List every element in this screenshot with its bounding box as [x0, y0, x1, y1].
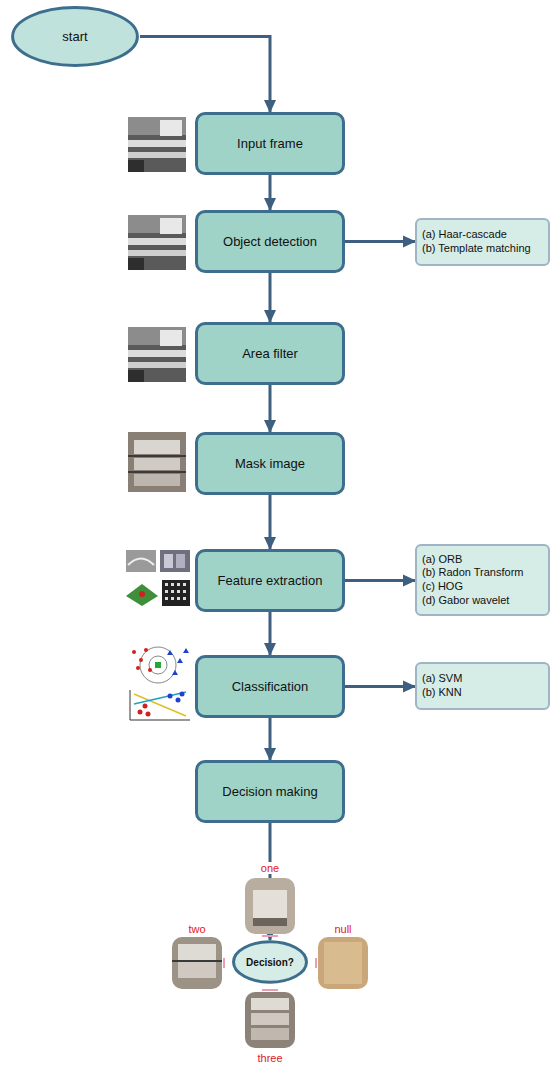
flow-arrow	[345, 579, 415, 582]
node-text: Object detection	[217, 234, 323, 250]
area-thumbnail	[128, 327, 186, 382]
flow-arrow	[345, 685, 415, 688]
detection-thumbnail	[128, 215, 186, 270]
flow-arrow	[269, 175, 272, 210]
node-text: Decision making	[216, 784, 323, 800]
flow-arrow	[140, 37, 270, 113]
ellipse-shape	[234, 942, 307, 982]
method-list: (a) SVM(b) KNN	[422, 672, 462, 700]
process-box: Classification	[195, 655, 345, 718]
photo-brackets	[224, 936, 316, 990]
node-text: Classification	[226, 679, 315, 695]
flow-arrow	[269, 385, 272, 432]
node-text: Feature extraction	[212, 573, 329, 589]
node-text: Input frame	[231, 136, 309, 152]
node-text: Mask image	[229, 456, 311, 472]
method-box: (a) ORB(b) Radon Transform(c) HOG(d) Gab…	[415, 544, 550, 616]
flow-arrow	[269, 612, 272, 655]
process-box: Mask image	[195, 432, 345, 495]
decision-label: null	[332, 923, 353, 935]
decision-ellipse: Decision?	[232, 940, 308, 984]
process-box: Area filter	[195, 322, 345, 385]
mask-thumbnail	[128, 432, 186, 492]
photo-null	[318, 937, 368, 989]
method-item: (a) SVM	[422, 672, 462, 686]
flow-arrow	[269, 718, 272, 760]
decision-label: three	[255, 1052, 284, 1064]
method-item: (d) Gabor wavelet	[422, 594, 523, 608]
classification-thumbnails	[130, 647, 190, 720]
node-text: Decision?	[246, 957, 294, 968]
method-item: (a) Haar-cascade	[422, 228, 531, 242]
method-item: (b) Template matching	[422, 242, 531, 256]
decision-label: two	[186, 923, 207, 935]
method-box: (a) SVM(b) KNN	[415, 662, 550, 710]
method-list: (a) ORB(b) Radon Transform(c) HOG(d) Gab…	[422, 553, 523, 608]
method-item: (b) KNN	[422, 686, 462, 700]
photo-three	[245, 992, 295, 1048]
method-box: (a) Haar-cascade(b) Template matching	[415, 218, 550, 266]
method-item: (b) Radon Transform	[422, 566, 523, 580]
process-box: Feature extraction	[195, 549, 345, 612]
method-list: (a) Haar-cascade(b) Template matching	[422, 228, 531, 256]
decision-label: one	[259, 862, 281, 874]
photo-one	[245, 878, 295, 934]
feature-thumbnails	[126, 550, 190, 606]
node-text: start	[62, 29, 87, 44]
process-box: Decision making	[195, 760, 345, 823]
node-text: Area filter	[236, 346, 304, 362]
method-item: (a) ORB	[422, 553, 523, 567]
ellipse-shape	[13, 8, 138, 66]
flow-arrow	[269, 273, 272, 322]
process-box: Object detection	[195, 210, 345, 273]
flow-arrow	[269, 495, 272, 549]
input-thumbnail	[128, 117, 186, 172]
photo-two	[172, 937, 222, 989]
process-box: Input frame	[195, 112, 345, 175]
method-item: (c) HOG	[422, 580, 523, 594]
flow-arrow	[345, 240, 415, 243]
start-ellipse: start	[10, 5, 140, 68]
